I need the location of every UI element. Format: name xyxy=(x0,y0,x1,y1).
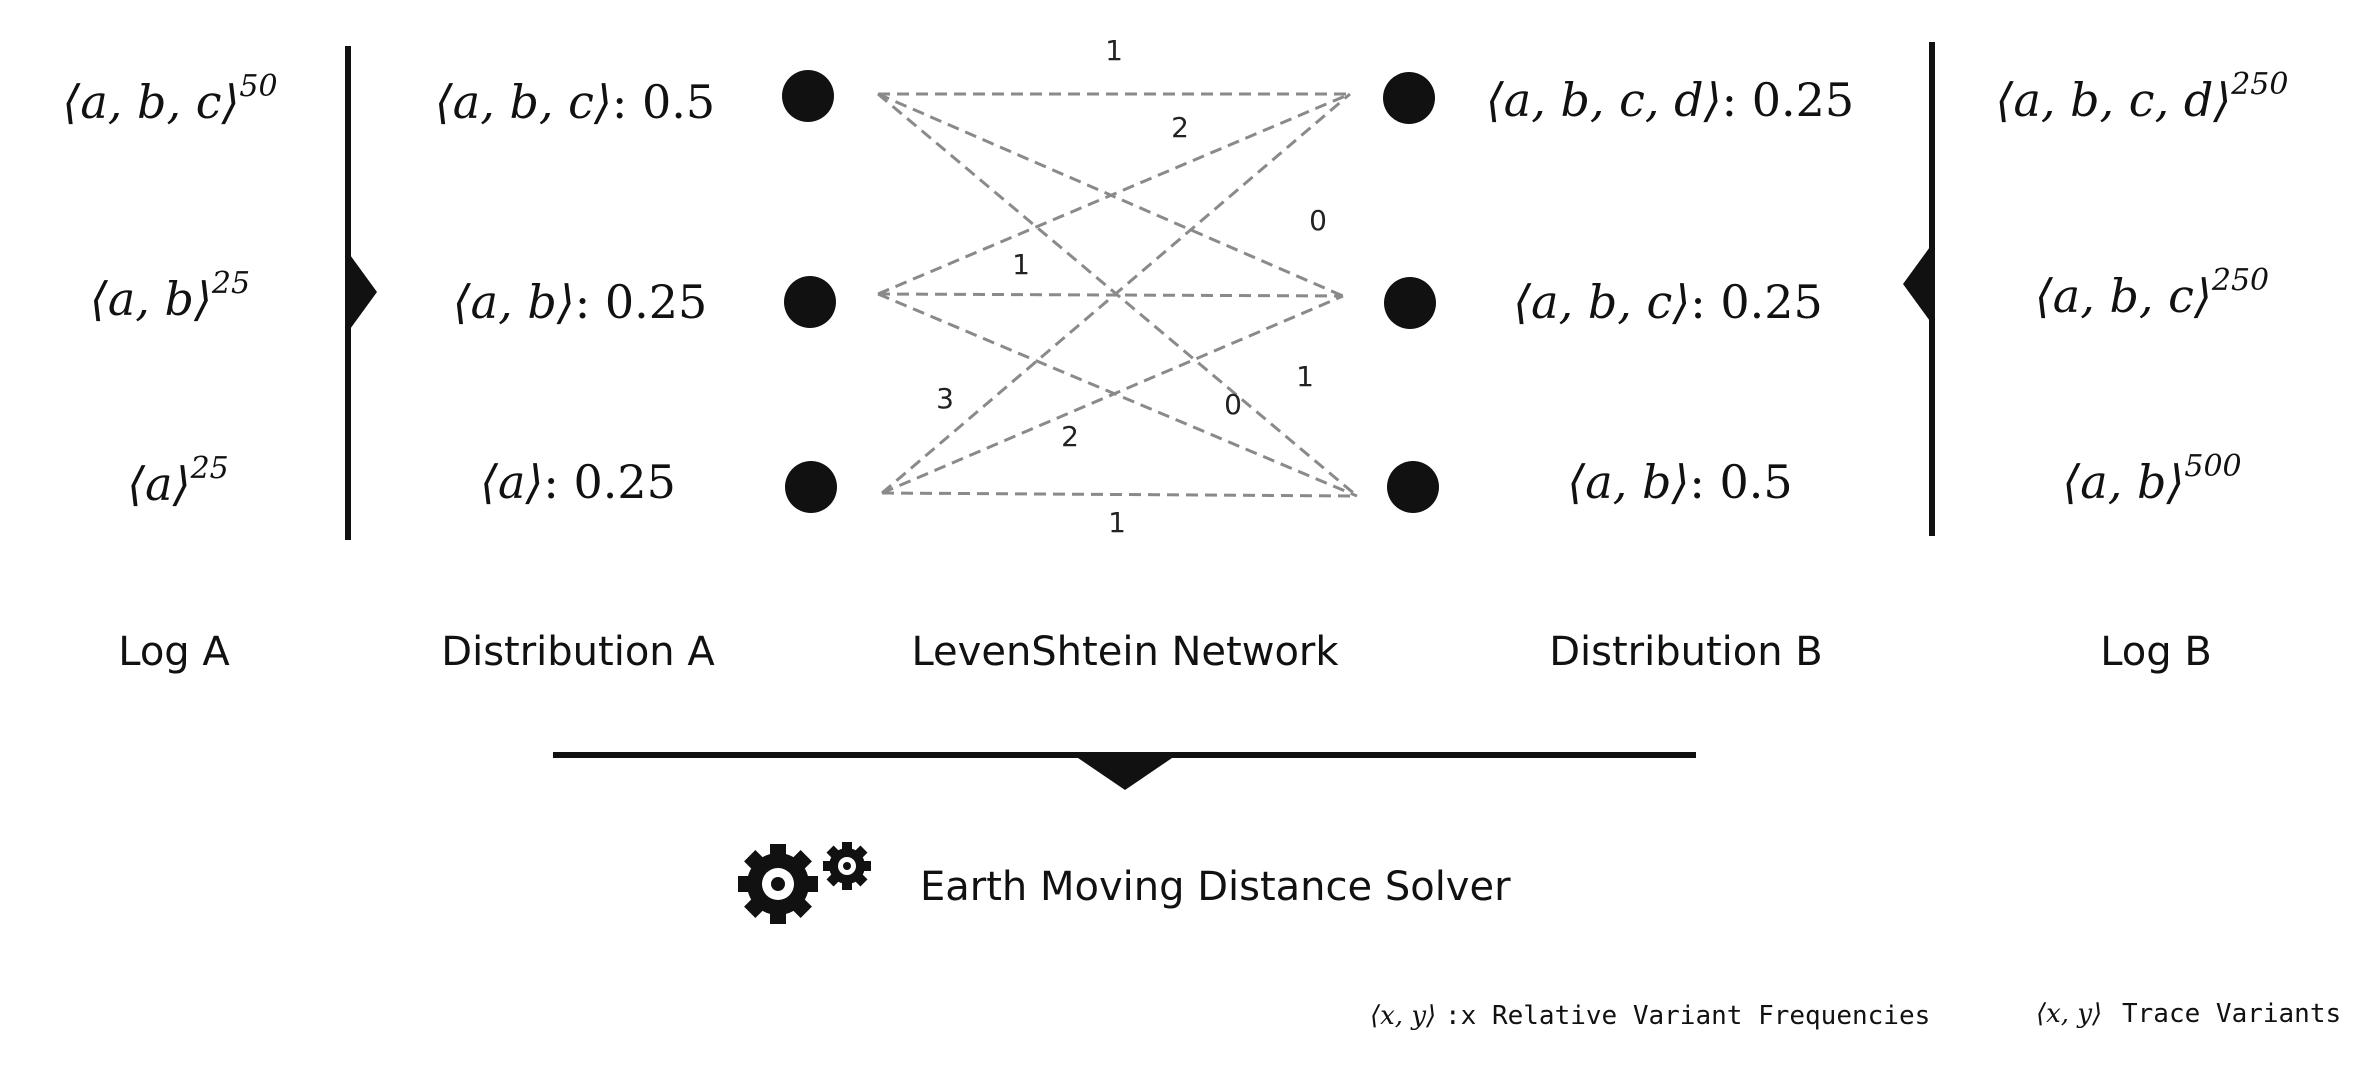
log-b-column: ⟨a, b, c, d⟩250 ⟨a, b, c⟩250 ⟨a, b⟩500 L… xyxy=(1996,67,2289,675)
legend-trace-text: Trace Variants xyxy=(2122,999,2341,1029)
legend: ⟨x, y⟩ :x Relative Variant Frequencies ⟨… xyxy=(1370,999,2341,1031)
log-b-variant-2: ⟨a, b, c⟩250 xyxy=(2035,263,2269,323)
distribution-b-entry-2-freq: : 0.25 xyxy=(1690,275,1823,329)
edge-label-1-2: 0 xyxy=(1309,204,1327,237)
bracket-log-b xyxy=(1903,42,1935,536)
bracket-log-a-arrow xyxy=(345,248,377,336)
node-b-3 xyxy=(1387,461,1439,513)
log-a-variant-3: ⟨a⟩25 xyxy=(127,451,229,511)
legend-trace-symbol: ⟨x, y⟩ xyxy=(2036,999,2102,1029)
network-edge-3-2 xyxy=(881,294,1344,495)
distribution-b-entry-3-freq: : 0.5 xyxy=(1689,455,1792,509)
distribution-a-entry-3: ⟨a⟩: 0.25 xyxy=(480,455,676,509)
edge-label-2-2: 1 xyxy=(1012,248,1030,281)
log-b-variant-1-trace: ⟨a, b, c, d⟩ xyxy=(1996,73,2232,127)
log-a-variant-2-count: 25 xyxy=(211,266,250,301)
distribution-b-entry-2: ⟨a, b, c⟩: 0.25 xyxy=(1513,275,1823,329)
node-b-2 xyxy=(1384,277,1436,329)
edge-label-3-2: 2 xyxy=(1061,420,1079,453)
solver-label: Earth Moving Distance Solver xyxy=(920,864,1511,910)
distribution-a-entry-3-trace: ⟨a⟩ xyxy=(480,455,543,509)
distribution-b-caption: Distribution B xyxy=(1549,629,1823,675)
log-b-variant-3-trace: ⟨a, b⟩ xyxy=(2062,455,2184,509)
log-a-variant-1-trace: ⟨a, b, c⟩ xyxy=(62,75,239,129)
node-a-2 xyxy=(784,276,836,328)
log-b-variant-2-trace: ⟨a, b, c⟩ xyxy=(2035,269,2212,323)
distribution-b-entry-3: ⟨a, b⟩: 0.5 xyxy=(1567,455,1792,509)
edge-label-3-1: 3 xyxy=(936,382,954,415)
log-a-variant-3-trace: ⟨a⟩ xyxy=(127,457,190,511)
small-gear-icon xyxy=(823,842,871,890)
distribution-b-entry-1-freq: : 0.25 xyxy=(1722,73,1855,127)
log-b-caption: Log B xyxy=(2100,629,2212,675)
solver-bracket-bar xyxy=(553,752,1696,758)
network-nodes xyxy=(782,70,1439,513)
distribution-b-column: ⟨a, b, c, d⟩: 0.25 ⟨a, b, c⟩: 0.25 ⟨a, b… xyxy=(1486,73,1854,675)
solver-bracket-arrow xyxy=(1078,758,1172,790)
log-a-column: ⟨a, b, c⟩50 ⟨a, b⟩25 ⟨a⟩25 Log A xyxy=(62,69,277,675)
edge-label-2-1: 2 xyxy=(1171,111,1189,144)
distribution-a-entry-1-freq: : 0.5 xyxy=(612,75,715,129)
distribution-a-column: ⟨a, b, c⟩: 0.5 ⟨a, b⟩: 0.25 ⟨a⟩: 0.25 Di… xyxy=(435,75,716,675)
gears-icon xyxy=(738,842,871,924)
log-b-variant-3-count: 500 xyxy=(2184,449,2241,484)
distribution-b-entry-1: ⟨a, b, c, d⟩: 0.25 xyxy=(1486,73,1854,127)
bracket-log-b-arrow xyxy=(1903,240,1935,328)
distribution-a-caption: Distribution A xyxy=(441,629,715,675)
edge-label-1-1: 1 xyxy=(1105,34,1123,67)
node-a-1 xyxy=(782,70,834,122)
legend-relative-text: :x Relative Variant Frequencies xyxy=(1445,1001,1930,1031)
log-b-variant-2-count: 250 xyxy=(2211,263,2269,298)
edge-label-3-3: 1 xyxy=(1108,506,1126,539)
log-a-variant-1: ⟨a, b, c⟩50 xyxy=(62,69,277,129)
network-edges: 1 0 1 2 1 0 3 2 1 xyxy=(877,34,1358,539)
edge-label-1-3: 1 xyxy=(1296,360,1314,393)
network-edge-2-3 xyxy=(877,292,1358,498)
log-a-variant-2-trace: ⟨a, b⟩ xyxy=(90,272,212,326)
distribution-a-entry-2-trace: ⟨a, b⟩ xyxy=(453,275,575,329)
bracket-log-a xyxy=(345,46,377,540)
log-b-variant-1-count: 250 xyxy=(2230,67,2288,102)
log-b-variant-1: ⟨a, b, c, d⟩250 xyxy=(1996,67,2289,127)
network-caption: LevenShtein Network xyxy=(911,629,1339,675)
node-b-1 xyxy=(1383,72,1435,124)
log-a-variant-3-count: 25 xyxy=(190,451,229,486)
network-edge-3-3 xyxy=(881,491,1358,498)
distribution-b-entry-1-trace: ⟨a, b, c, d⟩ xyxy=(1486,73,1722,127)
log-a-variant-2: ⟨a, b⟩25 xyxy=(90,266,250,326)
network-edge-3-1 xyxy=(881,92,1351,495)
log-b-variant-3: ⟨a, b⟩500 xyxy=(2062,449,2241,509)
distribution-a-entry-1: ⟨a, b, c⟩: 0.5 xyxy=(435,75,715,129)
distribution-b-entry-3-trace: ⟨a, b⟩ xyxy=(1567,455,1689,509)
log-a-caption: Log A xyxy=(118,629,230,675)
legend-relative-symbol: ⟨x, y⟩ xyxy=(1370,1001,1436,1031)
node-a-3 xyxy=(785,461,837,513)
distribution-a-entry-1-trace: ⟨a, b, c⟩ xyxy=(435,75,612,129)
distribution-a-entry-3-freq: : 0.25 xyxy=(543,455,676,509)
log-a-variant-1-count: 50 xyxy=(239,69,277,104)
solver-bracket xyxy=(553,752,1696,790)
large-gear-icon xyxy=(738,844,818,924)
network-edge-2-2 xyxy=(877,292,1344,298)
edge-label-2-3: 0 xyxy=(1224,388,1242,421)
distribution-a-entry-2-freq: : 0.25 xyxy=(575,275,708,329)
distribution-a-entry-2: ⟨a, b⟩: 0.25 xyxy=(453,275,708,329)
distribution-b-entry-2-trace: ⟨a, b, c⟩ xyxy=(1513,275,1690,329)
network-edge-2-1 xyxy=(877,92,1351,296)
